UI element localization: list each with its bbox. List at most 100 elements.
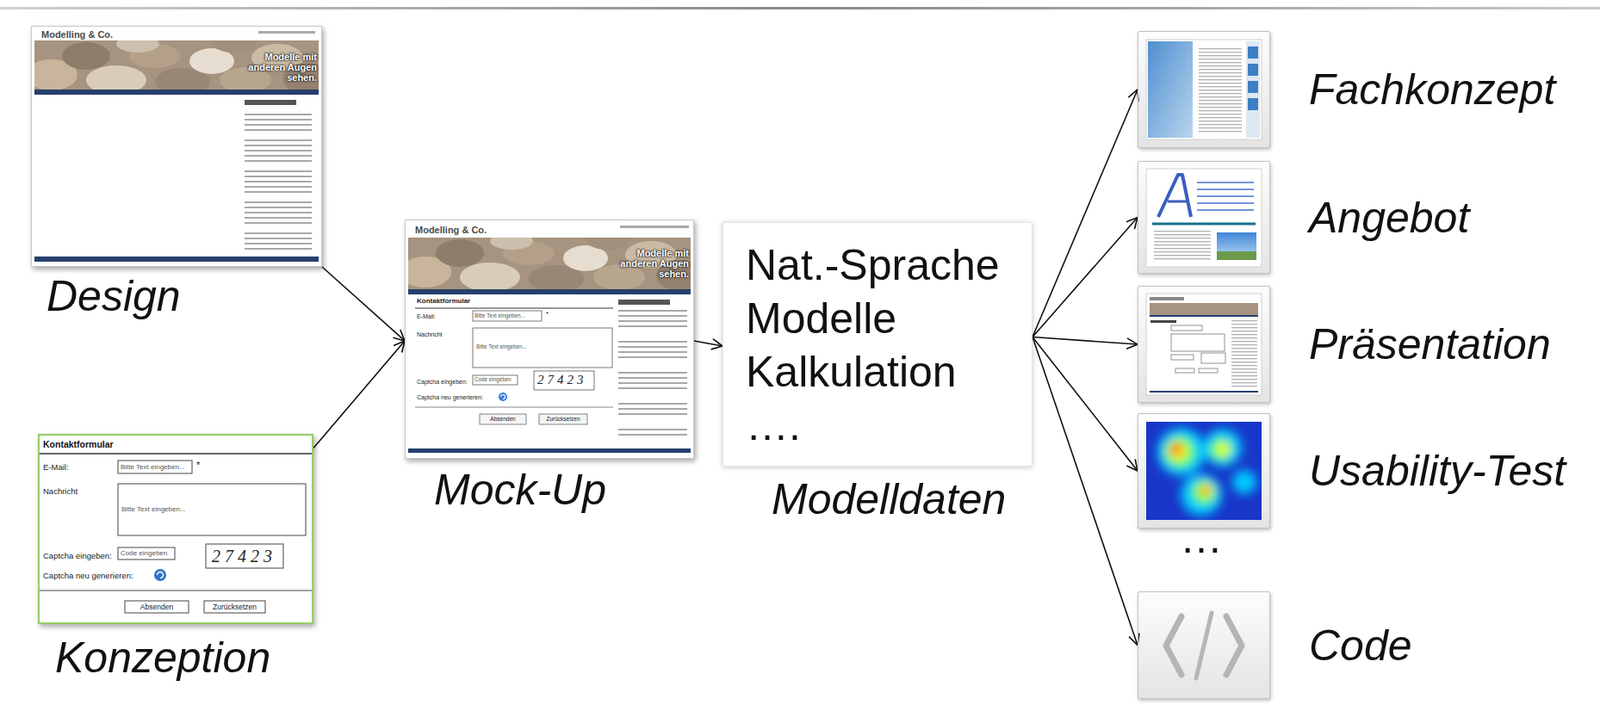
ellipsis-label: … xyxy=(1179,516,1223,560)
mockup-thumbnail xyxy=(408,448,691,453)
caption: Modelldaten xyxy=(771,473,1006,526)
offer-icon xyxy=(1137,161,1271,274)
arrow-connector xyxy=(1032,89,1138,337)
caption: Angebot xyxy=(1308,192,1470,244)
design-thumbnail xyxy=(34,40,319,90)
presentation-icon xyxy=(1146,293,1262,396)
design-thumbnail xyxy=(244,99,297,106)
form-heading: Kontaktformular xyxy=(416,297,471,305)
design-thumbnail xyxy=(244,225,314,233)
logo-text: Modelling & Co. xyxy=(41,30,113,40)
design-thumbnail xyxy=(244,194,314,202)
presentation-icon xyxy=(1137,285,1271,404)
heatmap-icon xyxy=(1198,483,1213,498)
input-placeholder: Bitte Text eingeben... xyxy=(120,464,186,472)
mockup-thumbnail xyxy=(408,237,691,290)
offer-icon xyxy=(1146,168,1262,267)
concept-wireframe xyxy=(37,434,314,625)
document-icon xyxy=(1137,31,1271,149)
heatmap-icon xyxy=(1170,443,1183,456)
image-frame: Konzeption xyxy=(37,434,314,625)
field-label: Captcha neu generieren: xyxy=(43,571,134,581)
caption: Fachkonzept xyxy=(1308,63,1556,116)
document-icon xyxy=(1147,41,1193,138)
presentation-icon xyxy=(1149,390,1259,393)
mockup-thumbnail xyxy=(415,307,614,309)
top-rule xyxy=(0,6,1600,10)
concept-wireframe xyxy=(39,590,312,592)
design-thumbnail xyxy=(25,25,331,267)
caption: Code xyxy=(1308,620,1413,672)
output-icon: Code xyxy=(1137,591,1271,700)
concept-wireframe xyxy=(154,569,167,582)
heatmap-icon xyxy=(1168,441,1188,461)
offer-icon xyxy=(1152,223,1256,226)
presentation-icon xyxy=(1201,353,1226,364)
arrow-connector xyxy=(694,341,723,347)
button-label: Zurücksetzen xyxy=(539,416,588,423)
design-thumbnail xyxy=(34,256,319,262)
captcha-code: 27423 xyxy=(537,373,588,387)
heatmap-icon xyxy=(1164,436,1196,468)
heatmap-icon xyxy=(1180,474,1222,516)
design-thumbnail xyxy=(34,89,319,95)
mockup-thumbnail xyxy=(501,395,506,400)
offer-icon xyxy=(1137,161,1271,274)
code-icon xyxy=(1226,616,1242,676)
code-icon xyxy=(1165,616,1182,676)
heatmap-icon xyxy=(1157,427,1257,516)
banner-slogan: Modelle mit anderen Augen sehen. xyxy=(244,51,317,83)
caption: Usability-Test xyxy=(1308,445,1566,497)
concept-wireframe xyxy=(117,460,193,474)
presentation-icon xyxy=(1137,285,1271,404)
caption: Konzeption xyxy=(55,632,271,684)
mockup-thumbnail xyxy=(399,219,705,459)
input-placeholder: Code eingeben xyxy=(120,550,168,558)
concept-wireframe xyxy=(204,601,266,614)
required-mark: * xyxy=(545,310,549,318)
form-heading: Kontaktformular xyxy=(43,440,114,450)
offer-icon xyxy=(1158,174,1191,218)
input-placeholder: Bitte Text eingeben... xyxy=(474,313,526,319)
caption: Design xyxy=(46,270,181,323)
arrow-connector xyxy=(322,266,405,342)
presentation-icon xyxy=(1171,354,1194,360)
code-icon xyxy=(1137,591,1271,700)
presentation-icon xyxy=(1171,334,1225,352)
output-icon: Fachkonzept xyxy=(1137,31,1271,149)
mockup-thumbnail xyxy=(479,414,527,425)
mockup-thumbnail xyxy=(472,310,542,322)
input-placeholder: Bitte Text eingeben... xyxy=(476,344,528,350)
image-frame: Mock-Up xyxy=(404,219,695,459)
mockup-thumbnail xyxy=(618,418,689,426)
presentation-icon xyxy=(1171,325,1203,331)
document-icon xyxy=(1247,63,1259,76)
banner-slogan: Modelle mit anderen Augen sehen. xyxy=(616,248,689,280)
field-label: E-Mail: xyxy=(416,313,436,320)
output-icon: Angebot xyxy=(1137,161,1271,274)
mockup-thumbnail xyxy=(539,414,588,425)
heatmap-icon xyxy=(1137,413,1271,529)
document-icon xyxy=(1246,41,1260,138)
design-thumbnail xyxy=(258,31,316,34)
mockup-thumbnail xyxy=(618,299,670,305)
concept-wireframe xyxy=(124,601,189,614)
field-label: Nachricht xyxy=(43,487,78,497)
mockup-thumbnail xyxy=(618,392,689,400)
required-mark: * xyxy=(196,460,200,471)
caption: Präsentation xyxy=(1308,318,1551,371)
mockup-thumbnail xyxy=(408,289,691,295)
mockup-thumbnail xyxy=(498,392,508,402)
heatmap-icon xyxy=(1137,413,1271,529)
box-text: Modelle xyxy=(745,291,897,346)
presentation-icon xyxy=(1149,315,1259,317)
mockup-thumbnail xyxy=(620,225,689,229)
heatmap-icon xyxy=(1216,443,1229,456)
heatmap-icon xyxy=(1157,427,1206,477)
offer-icon xyxy=(1216,232,1257,261)
field-label: Nachricht xyxy=(416,331,443,338)
